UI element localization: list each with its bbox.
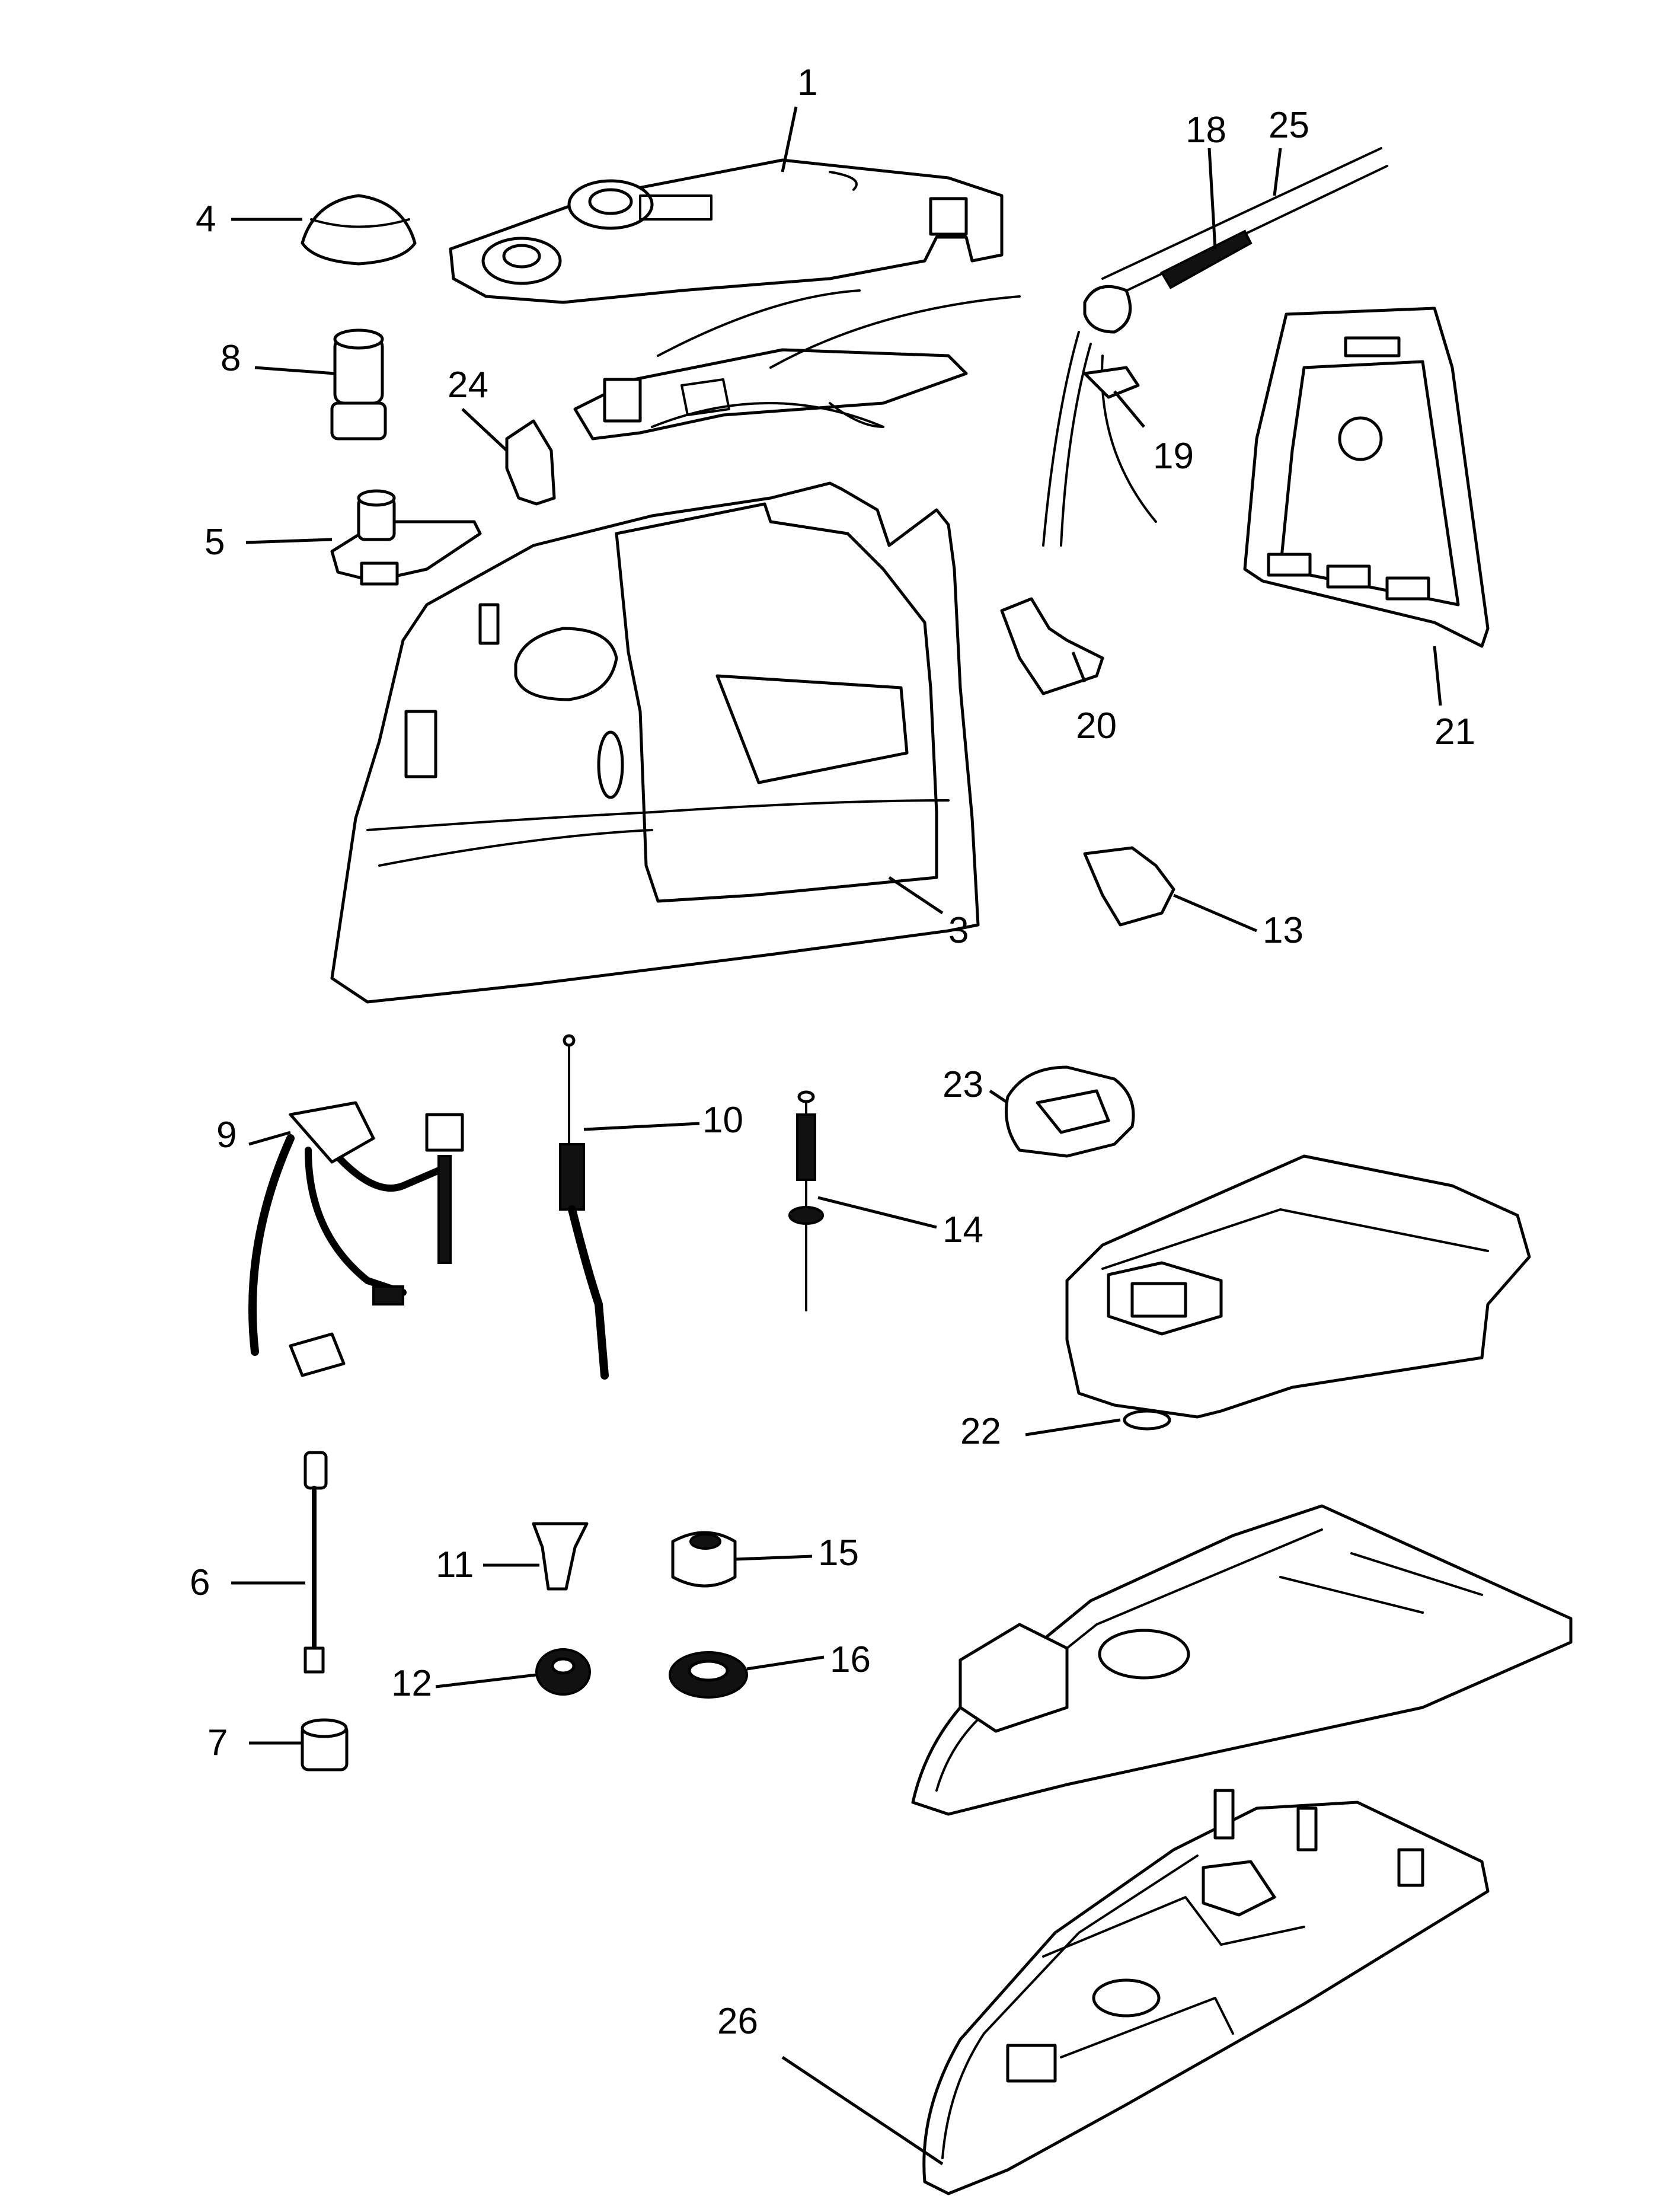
part-7-bushing: [301, 1718, 349, 1771]
part-15-grommet: [671, 1531, 737, 1588]
part-23-tank-gasket: [1005, 1065, 1135, 1158]
part-18-25-cord-set: [1042, 147, 1388, 547]
callout-6: 6: [190, 1562, 210, 1603]
callout-1: 1: [797, 62, 817, 103]
callout-13: 13: [1263, 910, 1303, 951]
callout-9: 9: [216, 1115, 237, 1156]
callout-22: 22: [960, 1411, 1001, 1452]
part-26-soleplate: [922, 1789, 1490, 2195]
part-11-nozzle: [532, 1522, 589, 1591]
callout-4: 4: [196, 199, 216, 240]
callout-15: 15: [818, 1533, 859, 1573]
callout-labels: 1 4 8 24 5 3 18 25 19 20 21 13 9 10 23 1…: [190, 62, 1475, 2042]
part-1-top-cover: [449, 158, 1004, 304]
callout-16: 16: [830, 1639, 871, 1680]
callout-10: 10: [702, 1100, 743, 1141]
callout-14: 14: [942, 1209, 983, 1250]
part-10-thermostat-rod: [559, 1034, 609, 1380]
part-4-cap: [301, 194, 417, 266]
part-3-iron-body: [330, 481, 980, 1004]
internal-switch-assembly: [573, 289, 1021, 441]
part-6-rod: [303, 1451, 328, 1674]
callout-26: 26: [717, 2001, 758, 2042]
part-16-o-ring: [669, 1651, 748, 1699]
callout-3: 3: [948, 910, 969, 951]
callout-20: 20: [1076, 706, 1117, 746]
callout-5: 5: [205, 522, 225, 563]
part-13-cord-clip: [1083, 846, 1175, 927]
part-14-spring-rod: [788, 1090, 824, 1311]
callout-18: 18: [1186, 110, 1226, 151]
part-20-clip: [1000, 597, 1104, 695]
callout-12: 12: [391, 1663, 432, 1704]
part-24-small-gasket: [505, 419, 556, 506]
callout-19: 19: [1153, 436, 1194, 477]
callout-24: 24: [448, 365, 488, 406]
callout-23: 23: [942, 1064, 983, 1105]
callout-8: 8: [221, 338, 241, 379]
callout-7: 7: [207, 1722, 228, 1763]
part-12-seal: [535, 1648, 591, 1696]
part-5-valve-plate: [330, 489, 482, 586]
callout-25: 25: [1269, 105, 1309, 146]
part-22-water-tank: [1065, 1154, 1531, 1431]
part-8-button: [330, 328, 387, 441]
callout-21: 21: [1434, 711, 1475, 752]
part-9-wiring-harness: [248, 1101, 464, 1377]
callout-11: 11: [436, 1544, 474, 1585]
soleplate-cover: [911, 1504, 1573, 1816]
part-21-heel-rest: [1243, 307, 1490, 648]
leader-lines: [231, 106, 1442, 2166]
